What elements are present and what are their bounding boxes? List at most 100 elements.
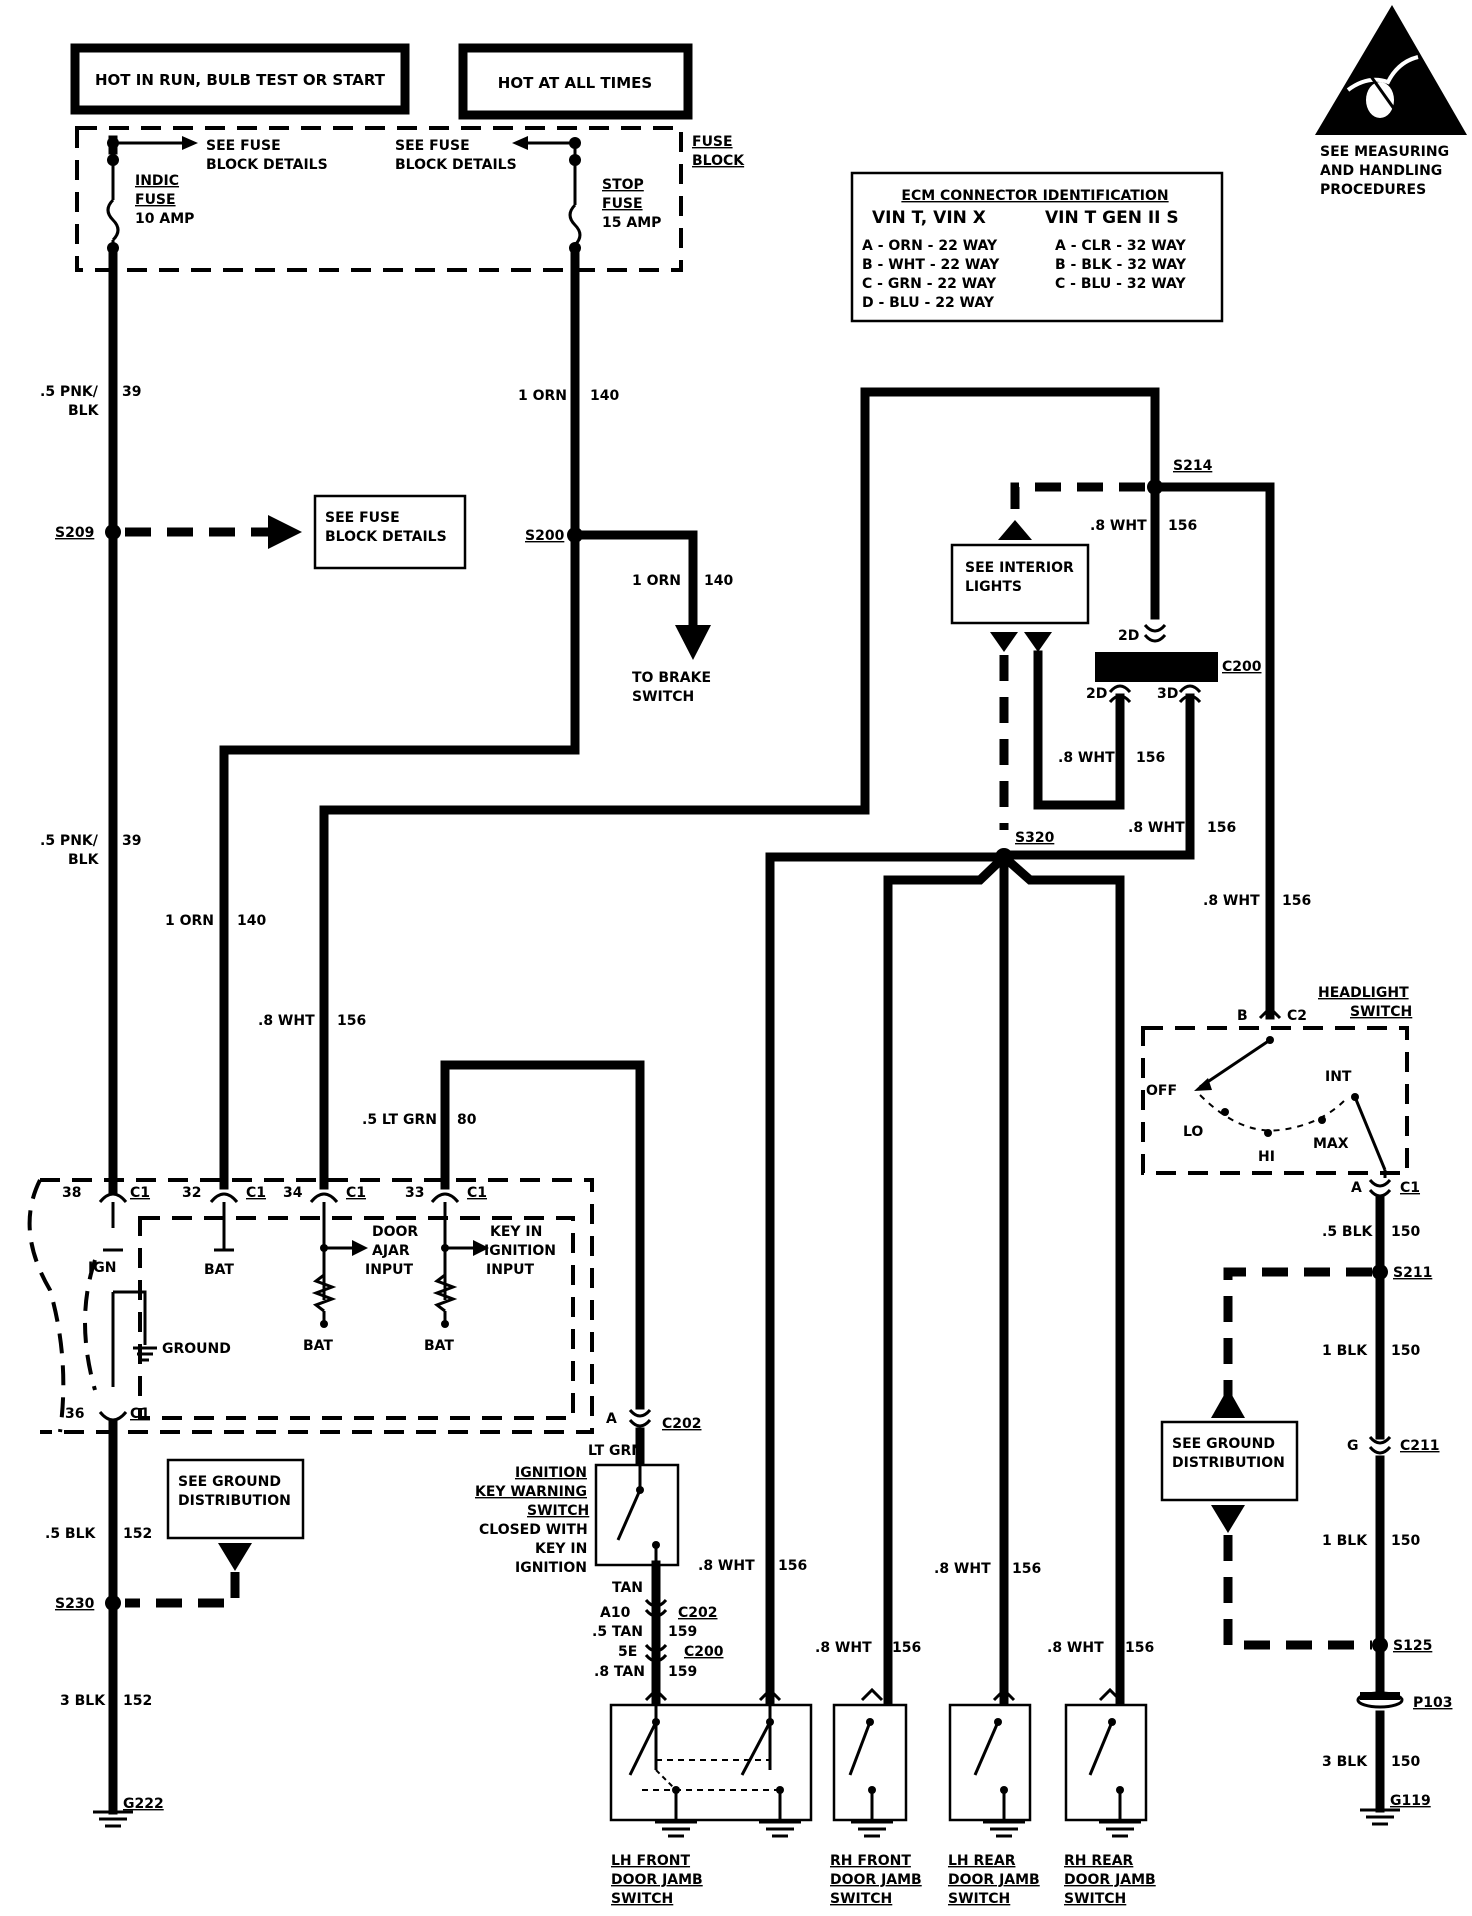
orn2-num: 140 — [704, 573, 733, 589]
see-interior-box — [950, 543, 1090, 625]
pin-34: 34 — [283, 1185, 303, 1201]
wht-hs-num: 156 — [1282, 893, 1311, 909]
door-w4: .8 WHT — [1047, 1640, 1104, 1656]
arrow-up-icon — [998, 520, 1032, 540]
s230-label: S230 — [55, 1596, 95, 1612]
rhr-label-3: SWITCH — [1064, 1891, 1126, 1907]
splice-s230 — [105, 1595, 121, 1611]
pin-38-c1: C1 — [130, 1185, 150, 1201]
dashed-s230 — [125, 1572, 240, 1608]
pin-2d-top: 2D — [1118, 628, 1139, 644]
fuse-block-outline — [75, 126, 683, 272]
hs-max: MAX — [1313, 1136, 1349, 1152]
pin-33-c1: C1 — [467, 1185, 487, 1201]
door-w1: .8 WHT — [698, 1558, 755, 1574]
headlight-switch-contacts — [1194, 1005, 1387, 1178]
indic-fuse-label-2: FUSE — [135, 192, 176, 208]
ecm-col1-head: VIN T, VIN X — [872, 208, 986, 228]
lg-blk2-num: 152 — [123, 1693, 152, 1709]
wht-s214-num: 156 — [1168, 518, 1197, 534]
dashed-interior — [1010, 482, 1145, 520]
ground-icon — [93, 1810, 133, 1828]
ign-5e: 5E — [618, 1644, 637, 1660]
s214-label: S214 — [1173, 458, 1213, 474]
wire-140-orn — [219, 247, 698, 1190]
fuse-block-label-2: BLOCK — [692, 153, 745, 169]
rh-rear-door-jamb-switch — [1064, 1687, 1148, 1838]
hs-hi: HI — [1258, 1149, 1275, 1165]
arrow-down-icon — [218, 1543, 252, 1571]
wht1-label: .8 WHT — [258, 1013, 315, 1029]
dashed-s211 — [1223, 1267, 1372, 1400]
rhf-label-1: RH FRONT — [830, 1853, 911, 1869]
wire-80-lt-grn — [440, 1060, 645, 1410]
rg-g: G — [1347, 1438, 1359, 1454]
key-3: INPUT — [486, 1262, 535, 1278]
see-fuse-2b: BLOCK DETAILS — [395, 157, 517, 173]
indic-fuse — [106, 135, 198, 254]
ign-l3: SWITCH — [527, 1503, 589, 1519]
lhf-label-3: SWITCH — [611, 1891, 673, 1907]
rg-blk1: .5 BLK — [1322, 1224, 1374, 1240]
pin-36-c1: C1 — [130, 1406, 150, 1422]
s320-fanout — [765, 850, 1125, 1705]
ign-c202: C202 — [662, 1416, 702, 1432]
wht-hs-label: .8 WHT — [1203, 893, 1260, 909]
hs-c1: C1 — [1400, 1180, 1420, 1196]
ign-a10: A10 — [600, 1605, 631, 1621]
p103-grommet-icon — [1356, 1691, 1404, 1709]
rg-blk4: 3 BLK — [1322, 1754, 1368, 1770]
rh-front-door-jamb-switch — [832, 1687, 908, 1838]
arrow-down-icon — [990, 632, 1018, 652]
see-fuse-1a: SEE FUSE — [206, 138, 281, 154]
splice-s200 — [567, 527, 583, 543]
door-w1-num: 156 — [778, 1558, 807, 1574]
pin-36: 36 — [65, 1406, 84, 1422]
s209-label: S209 — [55, 525, 94, 541]
module-outline — [27, 1178, 594, 1434]
arrow-up-icon — [1211, 1388, 1245, 1418]
s211-label: S211 — [1393, 1265, 1432, 1281]
see-interior-1: SEE INTERIOR — [965, 560, 1074, 576]
esd-warning-icon — [1315, 5, 1467, 135]
pin-34-c1: C1 — [346, 1185, 366, 1201]
wire-156-to-headlight — [1150, 482, 1275, 1020]
door-w4-num: 156 — [1125, 1640, 1154, 1656]
stop-fuse-label-1: STOP — [602, 177, 644, 193]
stop-fuse-label-2: FUSE — [602, 196, 643, 212]
lg-see-2: DISTRIBUTION — [178, 1493, 291, 1509]
see-fuse-2a: SEE FUSE — [395, 138, 470, 154]
ground-icon — [1360, 1808, 1400, 1826]
c200-label: C200 — [1222, 659, 1262, 675]
ign-c200: C200 — [684, 1644, 724, 1660]
indic-fuse-label-3: 10 AMP — [135, 211, 194, 227]
p103-label: P103 — [1413, 1695, 1452, 1711]
wht-c200a-label: .8 WHT — [1058, 750, 1115, 766]
wht-c200b-num: 156 — [1207, 820, 1236, 836]
key-2: IGNITION — [484, 1243, 556, 1259]
splice-s125 — [1372, 1637, 1388, 1653]
door-w2-num: 156 — [1012, 1561, 1041, 1577]
lhf-label-2: DOOR JAMB — [611, 1872, 703, 1888]
rg-blk2-num: 150 — [1391, 1343, 1420, 1359]
wire-156-wht-module — [319, 387, 1160, 1190]
splice-s211 — [1372, 1264, 1388, 1280]
see-ground-box-right — [1160, 1420, 1299, 1502]
headlight-c1-connector — [1368, 1178, 1392, 1198]
wht-c200b-label: .8 WHT — [1128, 820, 1185, 836]
orn1-num: 140 — [590, 388, 619, 404]
ign-l6: IGNITION — [515, 1560, 587, 1576]
ign-ltgrn: LT GRN — [588, 1443, 643, 1459]
orn3-label: 1 ORN — [165, 913, 214, 929]
see-fuse-box-3 — [313, 494, 467, 570]
hot-in-run-label: HOT IN RUN, BULB TEST OR START — [95, 71, 386, 89]
orn2-label: 1 ORN — [632, 573, 681, 589]
wire-156-c200-2d — [1033, 650, 1125, 810]
pnk2-a: .5 PNK/ — [40, 833, 99, 849]
ign-tan2: .8 TAN — [594, 1664, 645, 1680]
esd-text-2: AND HANDLING — [1320, 163, 1442, 179]
esd-text-1: SEE MEASURING — [1320, 144, 1449, 160]
splice-s209 — [105, 524, 121, 540]
pin-38: 38 — [62, 1185, 81, 1201]
indic-fuse-label-1: INDIC — [135, 173, 179, 189]
